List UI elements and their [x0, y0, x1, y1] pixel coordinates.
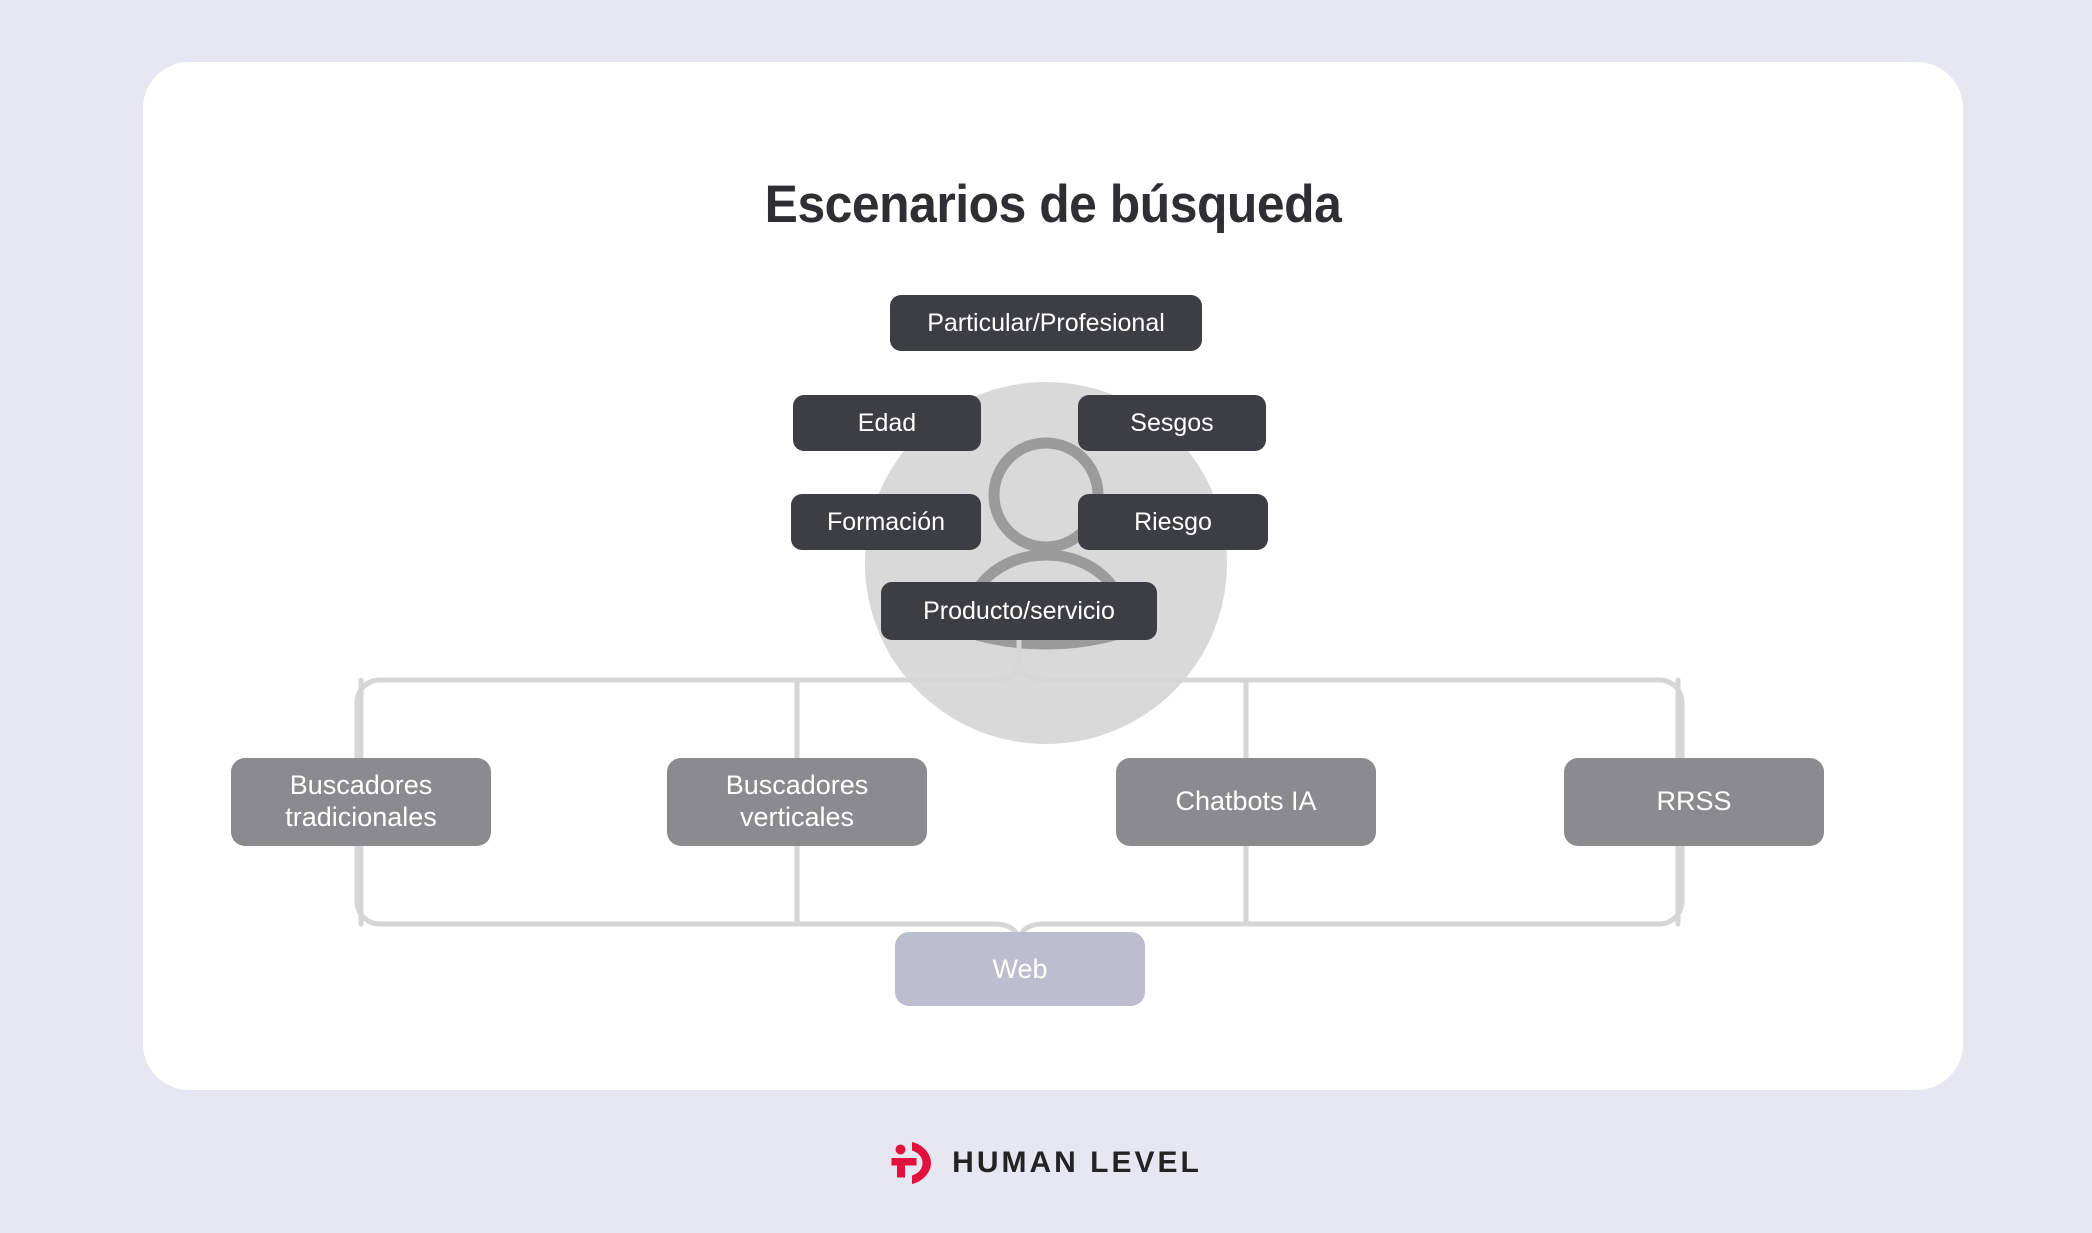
footer-logo: HUMAN LEVEL — [0, 1140, 2092, 1186]
page-title: Escenarios de búsqueda — [764, 175, 1342, 234]
channel-label: Buscadores tradicionales — [285, 770, 437, 834]
chip-edad[interactable]: Edad — [793, 395, 981, 451]
channel-chatbots-ia[interactable]: Chatbots IA — [1116, 758, 1376, 846]
channel-buscadores-tradicionales[interactable]: Buscadores tradicionales — [231, 758, 491, 846]
channel-rrss[interactable]: RRSS — [1564, 758, 1824, 846]
chip-particular-profesional[interactable]: Particular/Profesional — [890, 295, 1202, 351]
channel-label-line2: verticales — [739, 802, 855, 832]
chip-formacion[interactable]: Formación — [791, 494, 981, 550]
destination-label: Web — [992, 953, 1048, 984]
channel-label-line2: tradicionales — [285, 802, 437, 832]
channel-label-line1: Buscadores — [725, 770, 869, 801]
channel-buscadores-verticales[interactable]: Buscadores verticales — [667, 758, 927, 846]
destination-web[interactable]: Web — [895, 932, 1145, 1006]
logo-wordmark: HUMAN LEVEL — [952, 1146, 1202, 1179]
channel-label: Chatbots IA — [1175, 786, 1317, 817]
chip-producto-servicio[interactable]: Producto/servicio — [881, 582, 1157, 640]
human-level-logo-mark — [891, 1142, 932, 1184]
diagram-card: Escenarios de búsqueda — [143, 62, 1963, 1090]
channel-label: Buscadores verticales — [726, 770, 869, 834]
channel-label: RRSS — [1656, 786, 1732, 817]
chip-sesgos[interactable]: Sesgos — [1078, 395, 1266, 451]
chip-riesgo[interactable]: Riesgo — [1078, 494, 1268, 550]
channel-label-line1: Buscadores — [289, 770, 433, 801]
